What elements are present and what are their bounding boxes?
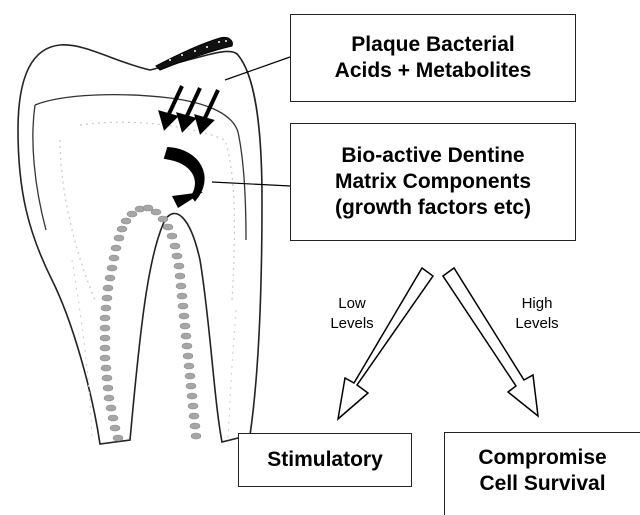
high-levels-label: High Levels — [507, 294, 567, 334]
compromise-box: Compromise Cell Survival — [444, 432, 640, 515]
plaque-connector — [225, 57, 290, 80]
plaque-box-line2: Acids + Metabolites — [335, 58, 532, 84]
matrix-connector — [212, 182, 290, 186]
compromise-line2: Cell Survival — [479, 471, 605, 497]
low-level-arrow-shape — [338, 268, 433, 419]
high-levels-line1: High — [507, 294, 567, 314]
low-levels-label: Low Levels — [322, 294, 382, 334]
compromise-line1: Compromise — [478, 445, 606, 471]
plaque-biofilm — [156, 37, 232, 70]
matrix-box-line3: (growth factors etc) — [335, 195, 531, 221]
enamel-dentine-junction — [35, 95, 246, 240]
acid-arrows — [161, 86, 218, 131]
low-levels-line1: Low — [322, 294, 382, 314]
matrix-box-line1: Bio-active Dentine — [341, 143, 524, 169]
odontoblast-layer — [100, 205, 201, 441]
plaque-box-line1: Plaque Bacterial — [351, 32, 514, 58]
tooth-outline — [18, 45, 262, 444]
low-levels-line2: Levels — [322, 314, 382, 334]
matrix-box: Bio-active Dentine Matrix Components (gr… — [290, 123, 576, 241]
matrix-box-line2: Matrix Components — [335, 169, 531, 195]
plaque-box: Plaque Bacterial Acids + Metabolites — [290, 14, 576, 102]
curved-release-arrowhead — [172, 192, 203, 208]
curved-release-arrow — [165, 148, 204, 200]
enamel-dentine-junction-left — [33, 105, 46, 230]
stimulatory-label: Stimulatory — [267, 447, 383, 473]
stimulatory-box: Stimulatory — [238, 433, 412, 487]
high-level-arrow-shape — [443, 268, 538, 416]
high-levels-line2: Levels — [507, 314, 567, 334]
